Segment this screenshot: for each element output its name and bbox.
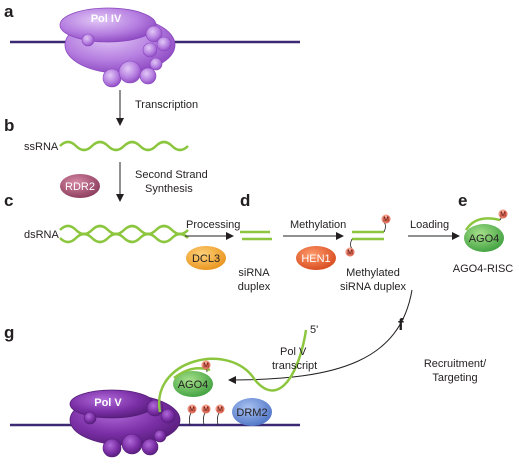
methyl-mark-icon: [201, 404, 211, 414]
ago4-protein: [464, 224, 504, 252]
dcl3-label: DCL3: [192, 253, 220, 265]
methyl-mark-icon: [498, 209, 508, 219]
methylated-label-2: siRNA duplex: [340, 281, 407, 293]
svg-text:M: M: [500, 212, 506, 219]
arrow-recruitment: [228, 289, 413, 384]
methyl-mark-icon: [381, 214, 391, 224]
loading-label: Loading: [410, 219, 449, 231]
svg-text:M: M: [189, 407, 195, 414]
svg-text:M: M: [383, 217, 389, 224]
ago4-loaded-rna: [464, 217, 501, 231]
pol-v-transcript: [157, 329, 308, 413]
sirna-duplex-label-2: duplex: [238, 281, 271, 293]
rdr2-label: RDR2: [65, 181, 95, 193]
pol-iv-label: Pol IV: [91, 13, 122, 25]
svg-text:M: M: [203, 407, 209, 414]
dsrna-label: dsRNA: [24, 229, 60, 241]
methyl-mark-icon: [345, 247, 355, 257]
recruitment-label-1: Recruitment/: [424, 358, 487, 370]
methyl-mark-icon: [201, 360, 211, 370]
methylated-label-1: Methylated: [346, 267, 400, 279]
svg-text:M: M: [347, 250, 353, 257]
step-label-b: b: [4, 116, 14, 135]
dna-methylation-marks: M M M: [187, 404, 225, 426]
pol-v-label: Pol V: [94, 397, 122, 409]
second-strand-label-2: Synthesis: [145, 183, 193, 195]
pol-iv-complex: Pol IV: [59, 7, 176, 88]
ssrna-strand: [59, 140, 189, 152]
dsrna-strand-top: [59, 224, 189, 236]
dsrna-strand-bottom: [59, 232, 189, 244]
step-label-f: f: [398, 315, 404, 334]
ago4-bound-label: AGO4: [178, 379, 209, 391]
step-label-c: c: [4, 191, 13, 210]
svg-text:M: M: [203, 363, 209, 370]
rdr2-protein: [60, 174, 100, 198]
pol-v-transcript-label-1: Pol V: [280, 346, 307, 358]
methyl-mark-icon: [215, 404, 225, 414]
processing-label: Processing: [186, 219, 240, 231]
ago4-label: AGO4: [469, 233, 500, 245]
ssrna-label: ssRNA: [24, 141, 59, 153]
svg-text:M: M: [217, 407, 223, 414]
dcl3-protein: [186, 246, 226, 270]
step-label-g: g: [4, 323, 14, 342]
hen1-label: HEN1: [301, 253, 330, 265]
methyl-mark-icon: [187, 404, 197, 414]
transcription-label: Transcription: [135, 99, 198, 111]
ago4-bound-protein: [173, 371, 213, 397]
drm2-label: DRM2: [236, 407, 267, 419]
step-label-a: a: [4, 2, 14, 21]
second-strand-label-1: Second Strand: [135, 169, 208, 181]
recruitment-label-2: Targeting: [432, 372, 477, 384]
step-label-e: e: [458, 191, 467, 210]
hen1-protein: [296, 246, 336, 270]
pol-v-transcript-label-2: transcript: [272, 360, 317, 372]
sirna-duplex-label-1: siRNA: [238, 267, 270, 279]
methylation-label: Methylation: [290, 219, 346, 231]
five-prime-label: 5': [310, 324, 318, 336]
pol-v-complex: Pol V: [69, 389, 181, 458]
drm2-protein: [232, 398, 272, 426]
ago4-risc-label: AGO4-RISC: [453, 263, 514, 275]
step-label-d: d: [240, 191, 250, 210]
